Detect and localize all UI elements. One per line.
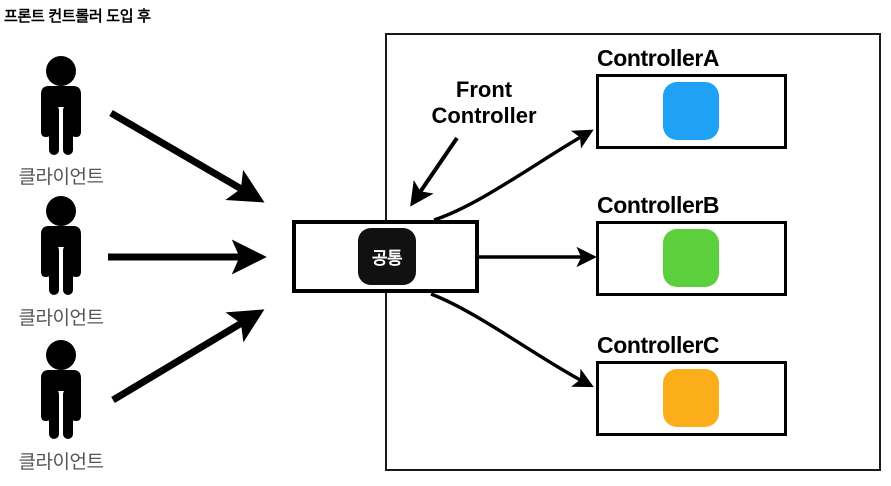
client-label: 클라이언트 (18, 308, 104, 329)
controller-a-chip (663, 82, 719, 140)
arrow-caption-to-front-controller-box (410, 136, 459, 207)
arrow-client1-to-front-controller (109, 109, 265, 203)
page-title: 프론트 컨트롤러 도입 후 (4, 8, 151, 25)
front-controller-chip[interactable]: 공통 (358, 228, 416, 285)
person-icon (41, 196, 81, 295)
arrow-front-controller-to-controller-a (433, 129, 594, 222)
controller-c-chip (663, 369, 719, 427)
front-controller-caption-line2: Controller (431, 102, 537, 128)
controller-c-label: ControllerC (597, 332, 720, 358)
controller-b-chip (663, 229, 719, 287)
client-label: 클라이언트 (18, 452, 104, 473)
person-icon (41, 56, 81, 155)
front-controller-chip-label: 공통 (371, 249, 403, 268)
arrow-client3-to-front-controller (111, 309, 265, 404)
arrow-front-controller-to-controller-c (430, 292, 594, 388)
person-icon (41, 340, 81, 439)
controller-a-label: ControllerA (597, 45, 720, 71)
front-controller-caption: Front Controller (424, 77, 544, 128)
controller-b-label: ControllerB (597, 192, 720, 218)
client-label: 클라이언트 (18, 167, 104, 188)
front-controller-caption-line1: Front (455, 77, 513, 102)
